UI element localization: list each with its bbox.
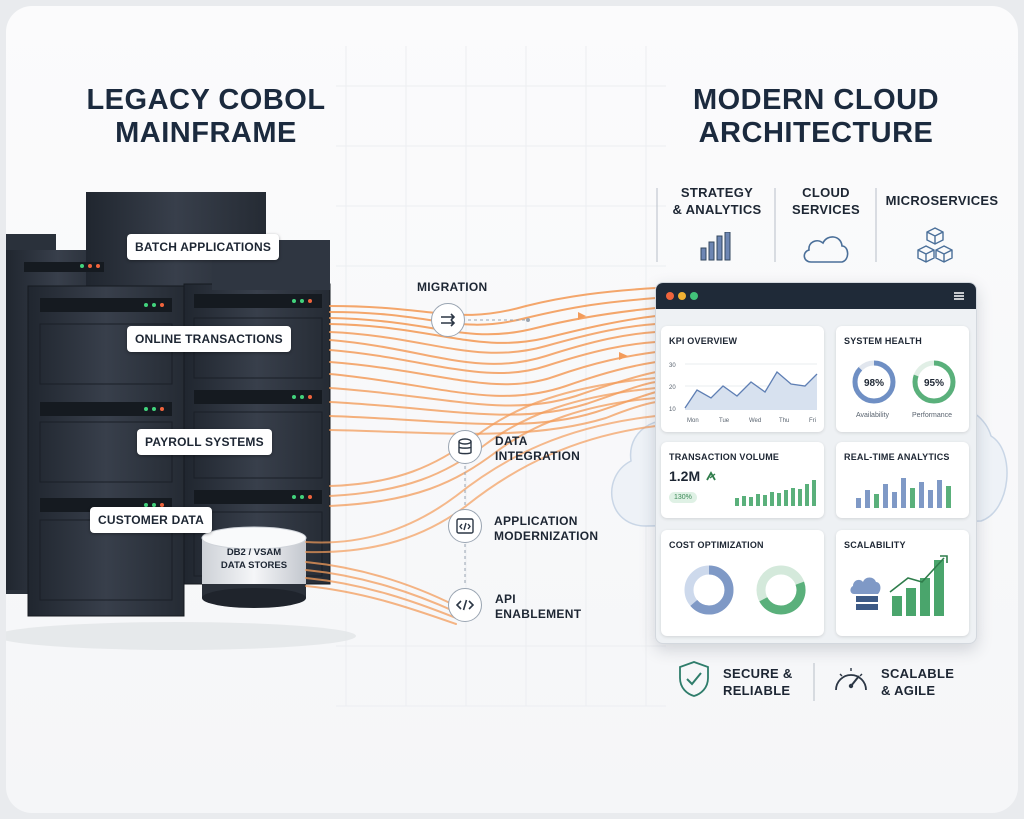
step-app-modernization-line1: APPLICATION bbox=[494, 514, 578, 528]
close-dot[interactable] bbox=[666, 292, 674, 300]
kpi-xtick-mon: Mon bbox=[687, 418, 699, 424]
kpi-ytick-30: 30 bbox=[669, 363, 676, 369]
minimize-dot[interactable] bbox=[678, 292, 686, 300]
modern-title-line1: MODERN CLOUD bbox=[692, 84, 940, 116]
realtime-analytics-card: REAL-TIME ANALYTICS bbox=[836, 442, 969, 518]
category-microservices: MICROSERVICES bbox=[882, 192, 1002, 209]
database-icon bbox=[448, 430, 482, 464]
kpi-xtick-fri: Fri bbox=[809, 418, 816, 424]
legacy-title-line1: LEGACY COBOL bbox=[86, 84, 326, 116]
category-separators bbox=[656, 188, 877, 701]
kpi-xtick-wed: Wed bbox=[749, 418, 761, 424]
label-batch-applications: BATCH APPLICATIONS bbox=[127, 234, 280, 260]
db-cylinder bbox=[201, 526, 307, 608]
shield-check-icon bbox=[679, 661, 709, 697]
category-cloud-line2: SERVICES bbox=[792, 202, 860, 217]
grid-lines bbox=[336, 46, 666, 707]
label-customer-data: CUSTOMER DATA bbox=[90, 507, 212, 533]
diagram-canvas: LEGACY COBOL MAINFRAME MODERN CLOUD ARCH… bbox=[6, 6, 1018, 813]
transaction-volume-value: 1.2M bbox=[669, 468, 701, 484]
footer-scalable-line2: & AGILE bbox=[881, 683, 936, 698]
kpi-ytick-20: 20 bbox=[669, 385, 676, 391]
kpi-xtick-tue: Tue bbox=[719, 418, 730, 424]
system-health-title: SYSTEM HEALTH bbox=[844, 336, 922, 346]
step-api-enablement-label: API ENABLEMENT bbox=[495, 592, 581, 622]
scalability-card: SCALABILITY bbox=[836, 530, 969, 636]
footer-secure-line2: RELIABLE bbox=[723, 683, 791, 698]
category-cloud-line1: CLOUD bbox=[802, 185, 850, 200]
maximize-dot[interactable] bbox=[690, 292, 698, 300]
realtime-analytics-title: REAL-TIME ANALYTICS bbox=[844, 452, 950, 462]
step-migration-text: MIGRATION bbox=[417, 280, 488, 294]
flow-arrowheads bbox=[578, 312, 628, 360]
legacy-title-line2: MAINFRAME bbox=[115, 117, 297, 149]
system-health-card: SYSTEM HEALTH 98% 95% Availability Perfo… bbox=[836, 326, 969, 432]
kpi-overview-card: KPI OVERVIEW 30 20 10 Mon Tue Wed Thu Fr… bbox=[661, 326, 824, 432]
modern-title-line2: ARCHITECTURE bbox=[698, 117, 934, 149]
menu-icon[interactable] bbox=[952, 290, 966, 302]
legacy-title: LEGACY COBOL MAINFRAME bbox=[66, 84, 346, 150]
transaction-bars bbox=[735, 480, 816, 506]
modern-title: MODERN CLOUD ARCHITECTURE bbox=[666, 84, 966, 150]
footer-secure-line1: SECURE & bbox=[723, 666, 793, 681]
trend-up-icon bbox=[706, 471, 716, 481]
kpi-line-chart: 30 20 10 Mon Tue Wed Thu Fri bbox=[669, 363, 818, 424]
availability-value: 98% bbox=[864, 378, 884, 389]
cost-optimization-title: COST OPTIMIZATION bbox=[669, 540, 764, 550]
category-strategy-line1: STRATEGY bbox=[680, 185, 754, 200]
code-icon bbox=[448, 588, 482, 622]
step-data-integration-label: DATA INTEGRATION bbox=[495, 434, 580, 464]
transaction-volume-card: TRANSACTION VOLUME 1.2M 130% bbox=[661, 442, 824, 518]
category-strategy-line2: & ANALYTICS bbox=[672, 202, 762, 217]
transaction-volume-title: TRANSACTION VOLUME bbox=[669, 452, 780, 462]
scalability-chart bbox=[850, 555, 948, 616]
label-online-transactions: ONLINE TRANSACTIONS bbox=[127, 326, 291, 352]
health-gauges: 98% 95% bbox=[852, 360, 956, 404]
db-store-label: DB2 / VSAM DATA STORES bbox=[200, 546, 308, 572]
cost-optimization-card: COST OPTIMIZATION bbox=[661, 530, 824, 636]
scalability-title: SCALABILITY bbox=[844, 540, 906, 550]
cloud-icon bbox=[803, 236, 849, 263]
step-api-enablement-line1: API bbox=[495, 592, 516, 606]
db-store-line1: DB2 / VSAM bbox=[226, 547, 282, 558]
dashboard-window: KPI OVERVIEW 30 20 10 Mon Tue Wed Thu Fr… bbox=[655, 282, 977, 644]
cost-donuts bbox=[684, 565, 806, 615]
migration-flows bbox=[305, 287, 657, 625]
speedometer-icon bbox=[835, 668, 867, 691]
db-store-line2: DATA STORES bbox=[220, 560, 288, 571]
kpi-overview-title: KPI OVERVIEW bbox=[669, 336, 738, 346]
step-data-integration-line2: INTEGRATION bbox=[495, 449, 581, 463]
window-titlebar bbox=[656, 283, 976, 309]
cubes-icon bbox=[917, 227, 953, 263]
step-migration-label: MIGRATION bbox=[417, 280, 487, 295]
step-data-integration-line1: DATA bbox=[495, 434, 528, 448]
category-strategy: STRATEGY & ANALYTICS bbox=[662, 184, 772, 218]
migration-icon bbox=[431, 303, 465, 337]
footer-secure-reliable: SECURE & RELIABLE bbox=[723, 665, 793, 699]
realtime-bars bbox=[856, 478, 951, 508]
footer-scalable-agile: SCALABLE & AGILE bbox=[881, 665, 954, 699]
step-app-modernization-label: APPLICATION MODERNIZATION bbox=[494, 514, 598, 544]
code-window-icon bbox=[448, 509, 482, 543]
step-api-enablement-line2: ENABLEMENT bbox=[495, 607, 582, 621]
step-app-modernization-line2: MODERNIZATION bbox=[494, 529, 599, 543]
category-microservices-text: MICROSERVICES bbox=[885, 193, 999, 208]
category-cloud: CLOUD SERVICES bbox=[779, 184, 873, 218]
performance-value: 95% bbox=[924, 378, 944, 389]
footer-scalable-line1: SCALABLE bbox=[881, 666, 955, 681]
transaction-growth-badge: 130% bbox=[669, 492, 697, 503]
label-payroll-systems: PAYROLL SYSTEMS bbox=[137, 429, 272, 455]
bar-chart-icon bbox=[700, 232, 731, 261]
performance-label: Performance bbox=[912, 412, 953, 419]
kpi-ytick-10: 10 bbox=[669, 407, 676, 413]
availability-label: Availability bbox=[856, 412, 889, 419]
kpi-xtick-thu: Thu bbox=[779, 418, 789, 424]
